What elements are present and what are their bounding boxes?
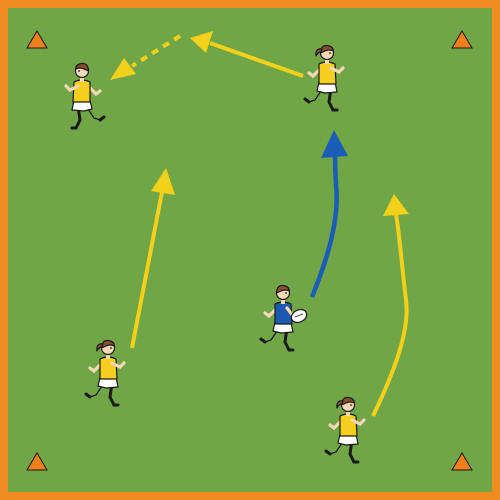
cone-top-left-icon — [26, 30, 48, 49]
run-arrow-right — [371, 194, 409, 417]
attacker-top-right — [303, 44, 345, 112]
run-arrow-left — [130, 168, 175, 349]
players — [64, 44, 366, 464]
run-arrow-top — [190, 31, 304, 78]
cone-bottom-right-icon — [451, 452, 473, 471]
attacker-bottom-right — [324, 396, 366, 464]
cone-bottom-left-icon — [26, 452, 48, 471]
attacker-top-left — [64, 62, 106, 130]
ball-carrier — [259, 284, 308, 352]
carry-arrow-blue — [309, 130, 348, 298]
run-arrow-dashed — [110, 34, 182, 80]
cone-top-right-icon — [451, 30, 473, 49]
rugby-ball-icon — [290, 308, 308, 324]
attacker-bottom-left — [84, 339, 126, 407]
arrows — [110, 31, 409, 417]
cones — [26, 30, 473, 471]
